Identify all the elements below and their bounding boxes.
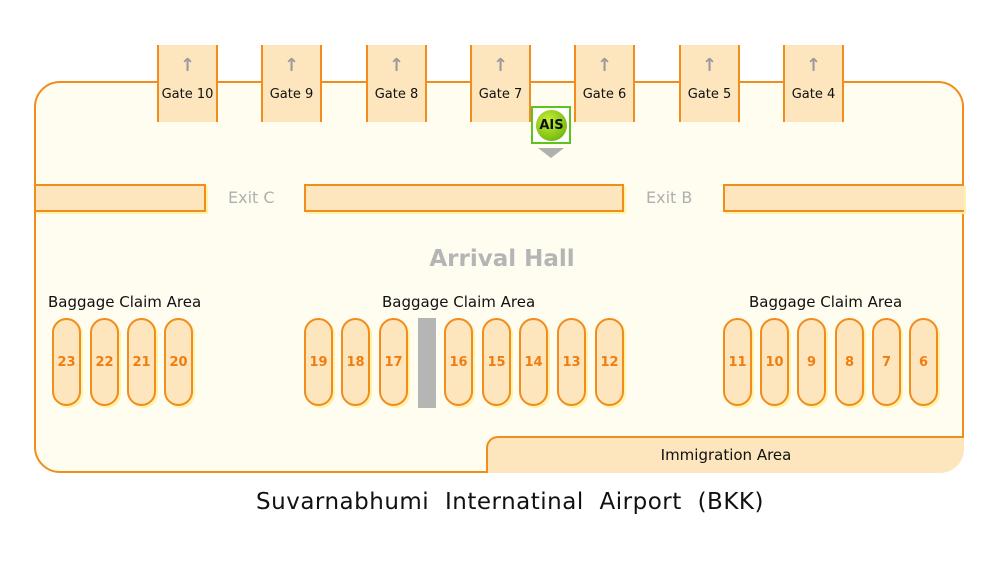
gate-7[interactable]: ↑ Gate 7 [470,45,531,122]
arrow-up-icon: ↑ [283,55,300,76]
gate-label: Gate 7 [478,87,523,102]
baggage-belt-18[interactable]: 18 [341,318,370,406]
baggage-belt-11[interactable]: 11 [723,318,752,406]
baggage-belt-19[interactable]: 19 [304,318,333,406]
arrival-hall-area [34,81,964,473]
baggage-claim-label-right: Baggage Claim Area [749,293,903,311]
baggage-claim-label-left: Baggage Claim Area [48,293,202,311]
gate-4[interactable]: ↑ Gate 4 [783,45,844,122]
gate-label: Gate 5 [687,87,732,102]
gate-9[interactable]: ↑ Gate 9 [261,45,322,122]
baggage-belt-12[interactable]: 12 [595,318,624,406]
baggage-belt-21[interactable]: 21 [127,318,156,406]
arrival-hall-label: Arrival Hall [429,246,575,272]
gate-label: Gate 6 [582,87,627,102]
baggage-belt-14[interactable]: 14 [519,318,548,406]
baggage-belt-23[interactable]: 23 [52,318,81,406]
gate-label: Gate 10 [161,87,214,102]
gate-label: Gate 4 [791,87,836,102]
baggage-belt-15[interactable]: 15 [482,318,511,406]
baggage-belt-6[interactable]: 6 [909,318,938,406]
arrow-up-icon: ↑ [388,55,405,76]
wall-right [723,184,964,212]
ais-marker[interactable]: AIS [531,106,571,144]
gate-5[interactable]: ↑ Gate 5 [679,45,740,122]
baggage-belt-10[interactable]: 10 [760,318,789,406]
baggage-belt-22[interactable]: 22 [90,318,119,406]
gate-10[interactable]: ↑ Gate 10 [157,45,218,122]
arrow-up-icon: ↑ [179,55,196,76]
ais-logo: AIS [536,110,567,141]
baggage-belt-20[interactable]: 20 [164,318,193,406]
arrow-up-icon: ↑ [805,55,822,76]
baggage-belt-9[interactable]: 9 [797,318,826,406]
exit-b[interactable]: Exit B [646,188,693,207]
divider [418,318,436,408]
baggage-belt-17[interactable]: 17 [379,318,408,406]
baggage-belt-8[interactable]: 8 [835,318,864,406]
baggage-belt-7[interactable]: 7 [872,318,901,406]
gate-label: Gate 9 [269,87,314,102]
map-title: Suvarnabhumi Internatinal Airport (BKK) [256,489,764,515]
pointer-down-icon [538,148,564,158]
arrow-up-icon: ↑ [596,55,613,76]
gate-label: Gate 8 [374,87,419,102]
arrow-up-icon: ↑ [492,55,509,76]
immigration-area[interactable]: Immigration Area [486,436,964,473]
exit-c[interactable]: Exit C [228,188,275,207]
arrow-up-icon: ↑ [701,55,718,76]
baggage-belt-13[interactable]: 13 [557,318,586,406]
wall-middle [304,184,624,212]
gate-8[interactable]: ↑ Gate 8 [366,45,427,122]
wall-left [34,184,206,212]
baggage-claim-label-middle: Baggage Claim Area [382,293,536,311]
baggage-belt-16[interactable]: 16 [444,318,473,406]
gate-6[interactable]: ↑ Gate 6 [574,45,635,122]
